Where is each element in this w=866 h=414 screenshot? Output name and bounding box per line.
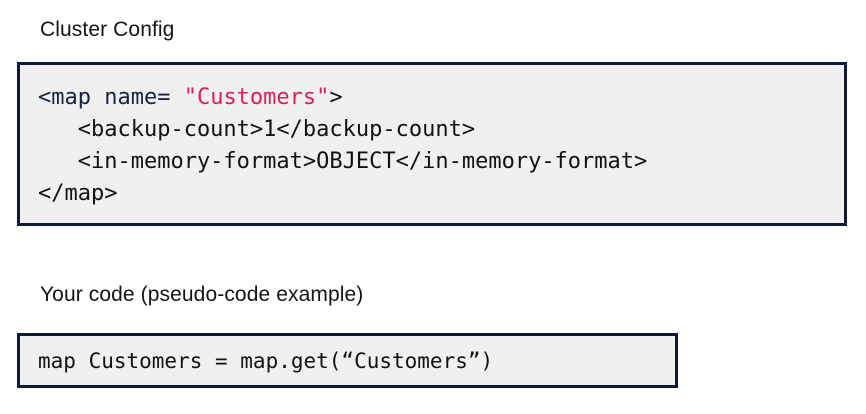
code-token-plain: map Customers = map.get(“Customers”) <box>38 349 494 373</box>
code-token-plain: </map> <box>38 181 118 206</box>
code-line: <map name= "Customers"> <box>38 82 844 114</box>
cluster-config-code-block: <map name= "Customers"> <backup-count>1<… <box>17 62 847 226</box>
code-token-plain: <backup-count>1</backup-count> <box>38 117 476 142</box>
your-code-heading: Your code (pseudo-code example) <box>40 283 364 306</box>
code-line: map Customers = map.get(“Customers”) <box>38 347 675 375</box>
code-token-plain: > <box>329 85 343 110</box>
code-line: <backup-count>1</backup-count> <box>38 114 844 146</box>
code-line: </map> <box>38 178 844 210</box>
code-token-plain: <in-memory-format>OBJECT</in-memory-form… <box>38 149 648 174</box>
code-token-tag: <map name= <box>38 85 184 110</box>
your-code-code-block: map Customers = map.get(“Customers”) <box>17 333 678 388</box>
code-token-string: "Customers" <box>183 85 330 110</box>
cluster-config-heading: Cluster Config <box>40 18 175 41</box>
code-line: <in-memory-format>OBJECT</in-memory-form… <box>38 146 844 178</box>
